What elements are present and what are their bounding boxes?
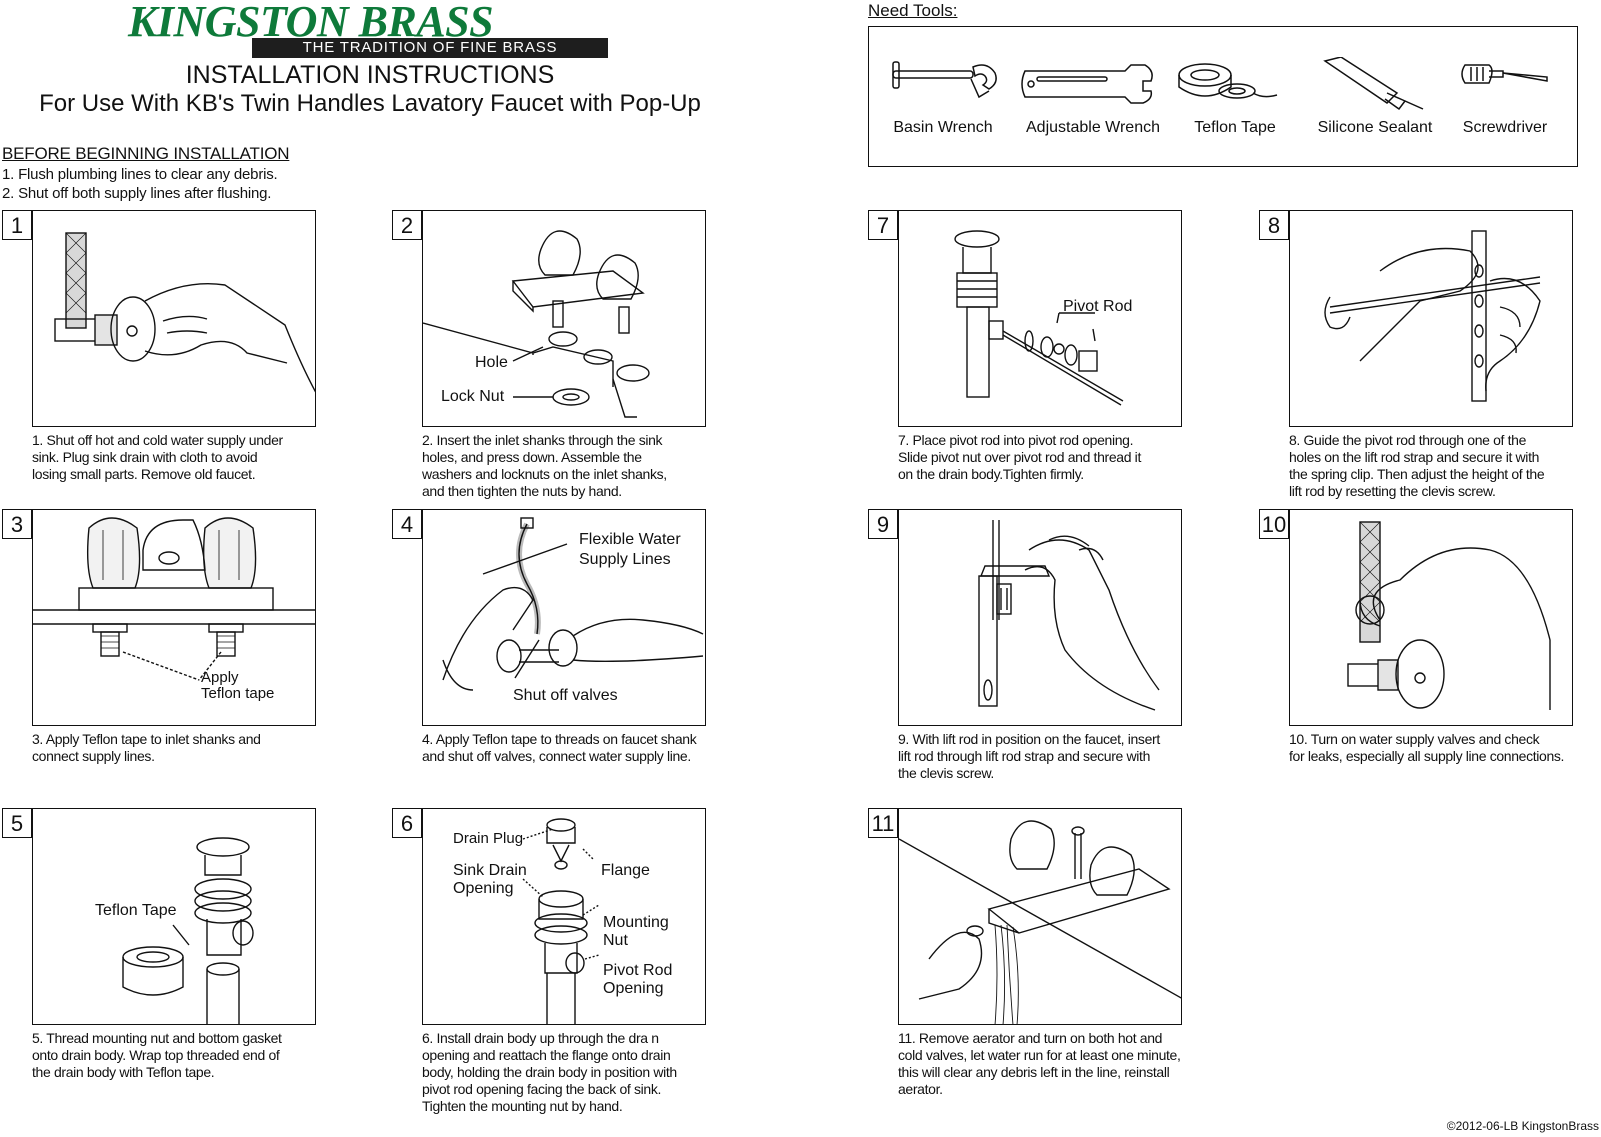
step-number: 6 <box>392 808 422 838</box>
tools-panel: Basin Wrench Adjustable Wrench Teflon Ta… <box>868 26 1578 167</box>
step-caption: 10. Turn on water supply valves and chec… <box>1289 731 1565 764</box>
document-title: INSTALLATION INSTRUCTIONS <box>185 61 555 89</box>
step-caption: 3. Apply Teflon tape to inlet shanks and… <box>32 731 261 764</box>
step-number: 1 <box>2 210 32 240</box>
drain-assembly-illustration <box>522 818 600 1024</box>
lift-rod-insert-illustration <box>978 520 1160 711</box>
step-number: 5 <box>2 808 32 838</box>
step-2-illustration: Hole Lock Nut <box>422 210 706 427</box>
label-shut-off-valves: Shut off valves <box>513 687 618 704</box>
label-apply: Apply <box>201 669 239 686</box>
step-number: 10 <box>1259 509 1289 539</box>
tool-item: Screwdriver <box>1435 27 1575 168</box>
brand-tagline: THE TRADITION OF FINE BRASS <box>252 38 608 58</box>
label-sink-drain: Sink Drain <box>453 862 527 879</box>
step-caption: 8. Guide the pivot rod through one of th… <box>1289 432 1545 499</box>
step-number: 8 <box>1259 210 1289 240</box>
step-3-illustration: Apply Teflon tape <box>32 509 316 726</box>
step-caption: 6. Install drain body up through the dra… <box>422 1030 677 1114</box>
before-installation-heading: BEFORE BEGINNING INSTALLATION <box>2 144 290 163</box>
before-item: 2. Shut off both supply lines after flus… <box>2 185 272 202</box>
tool-item: Basin Wrench <box>873 27 1013 168</box>
label-drain-plug: Drain Plug <box>453 830 524 847</box>
label-teflon-tape: Teflon tape <box>201 685 275 702</box>
document-subtitle: For Use With KB's Twin Handles Lavatory … <box>39 90 701 117</box>
step-caption: 11. Remove aerator and turn on both hot … <box>898 1030 1181 1097</box>
step-caption: 9. With lift rod in position on the fauc… <box>898 731 1160 781</box>
basin-wrench-icon <box>892 61 997 99</box>
teflon-tape-icon <box>1178 63 1278 99</box>
step-caption: 2. Insert the inlet shanks through the s… <box>422 432 667 499</box>
step-7-illustration: Pivot Rod <box>898 210 1182 427</box>
label-flexible-water: Flexible Water <box>579 531 681 548</box>
tool-label: Teflon Tape <box>1194 119 1276 136</box>
faucet-mount-illustration <box>423 230 650 418</box>
label-mounting-nut: Nut <box>603 932 628 949</box>
tools-heading: Need Tools: <box>868 1 958 20</box>
label-pivot-rod: Pivot Rod <box>603 962 673 979</box>
step-number: 4 <box>392 509 422 539</box>
step-6-illustration: Drain Plug Sink Drain Opening Flange Mou… <box>422 808 706 1025</box>
tool-label: Adjustable Wrench <box>1026 119 1160 136</box>
step-9-illustration <box>898 509 1182 726</box>
step-number: 2 <box>392 210 422 240</box>
tool-label: Silicone Sealant <box>1317 119 1433 136</box>
adjustable-wrench-icon <box>1021 64 1153 104</box>
tool-item: Silicone Sealant <box>1305 27 1445 168</box>
pivot-rod-illustration <box>954 230 1124 406</box>
shutoff-valve-illustration <box>54 232 315 393</box>
label-mounting: Mounting <box>603 914 669 931</box>
screwdriver-icon <box>1461 64 1548 84</box>
supply-line-illustration <box>442 517 704 691</box>
leak-check-illustration <box>1347 521 1551 710</box>
label-lock-nut: Lock Nut <box>441 388 505 405</box>
brand-logo: KINGSTON BRASS THE TRADITION OF FINE BRA… <box>128 0 608 60</box>
tool-label: Basin Wrench <box>893 119 993 136</box>
drain-body-illustration <box>122 837 254 1024</box>
step-caption: 7. Place pivot rod into pivot rod openin… <box>898 432 1141 482</box>
step-11-illustration <box>898 808 1182 1025</box>
step-5-illustration: Teflon Tape <box>32 808 316 1025</box>
label-hole: Hole <box>475 354 508 371</box>
label-pivot-rod-opening: Opening <box>603 980 664 997</box>
step-number: 3 <box>2 509 32 539</box>
copyright-footer: ©2012-06-LB KingstonBrass <box>1446 1119 1599 1133</box>
lift-rod-strap-illustration <box>1324 230 1541 402</box>
tool-item: Adjustable Wrench <box>1013 27 1160 168</box>
step-4-illustration: Flexible Water Supply Lines Shut off val… <box>422 509 706 726</box>
step-caption: 5. Thread mounting nut and bottom gasket… <box>32 1030 282 1080</box>
tool-item: Teflon Tape <box>1165 27 1305 168</box>
silicone-sealant-icon <box>1323 57 1424 111</box>
aerator-flush-illustration <box>899 820 1181 1024</box>
teflon-shanks-illustration <box>33 517 315 681</box>
step-10-illustration <box>1289 509 1573 726</box>
label-teflon-tape: Teflon Tape <box>95 902 177 919</box>
label-supply-lines: Supply Lines <box>579 551 671 568</box>
step-number: 9 <box>868 509 898 539</box>
tool-label: Screwdriver <box>1462 119 1548 136</box>
step-8-illustration <box>1289 210 1573 427</box>
label-pivot-rod: Pivot Rod <box>1063 298 1133 315</box>
step-number: 11 <box>868 808 898 838</box>
label-sink-drain-opening: Opening <box>453 880 514 897</box>
label-flange: Flange <box>601 862 650 879</box>
before-item: 1. Flush plumbing lines to clear any deb… <box>2 166 278 183</box>
step-caption: 4. Apply Teflon tape to threads on fauce… <box>422 731 697 764</box>
step-number: 7 <box>868 210 898 240</box>
step-1-illustration <box>32 210 316 427</box>
step-caption: 1. Shut off hot and cold water supply un… <box>32 432 283 482</box>
